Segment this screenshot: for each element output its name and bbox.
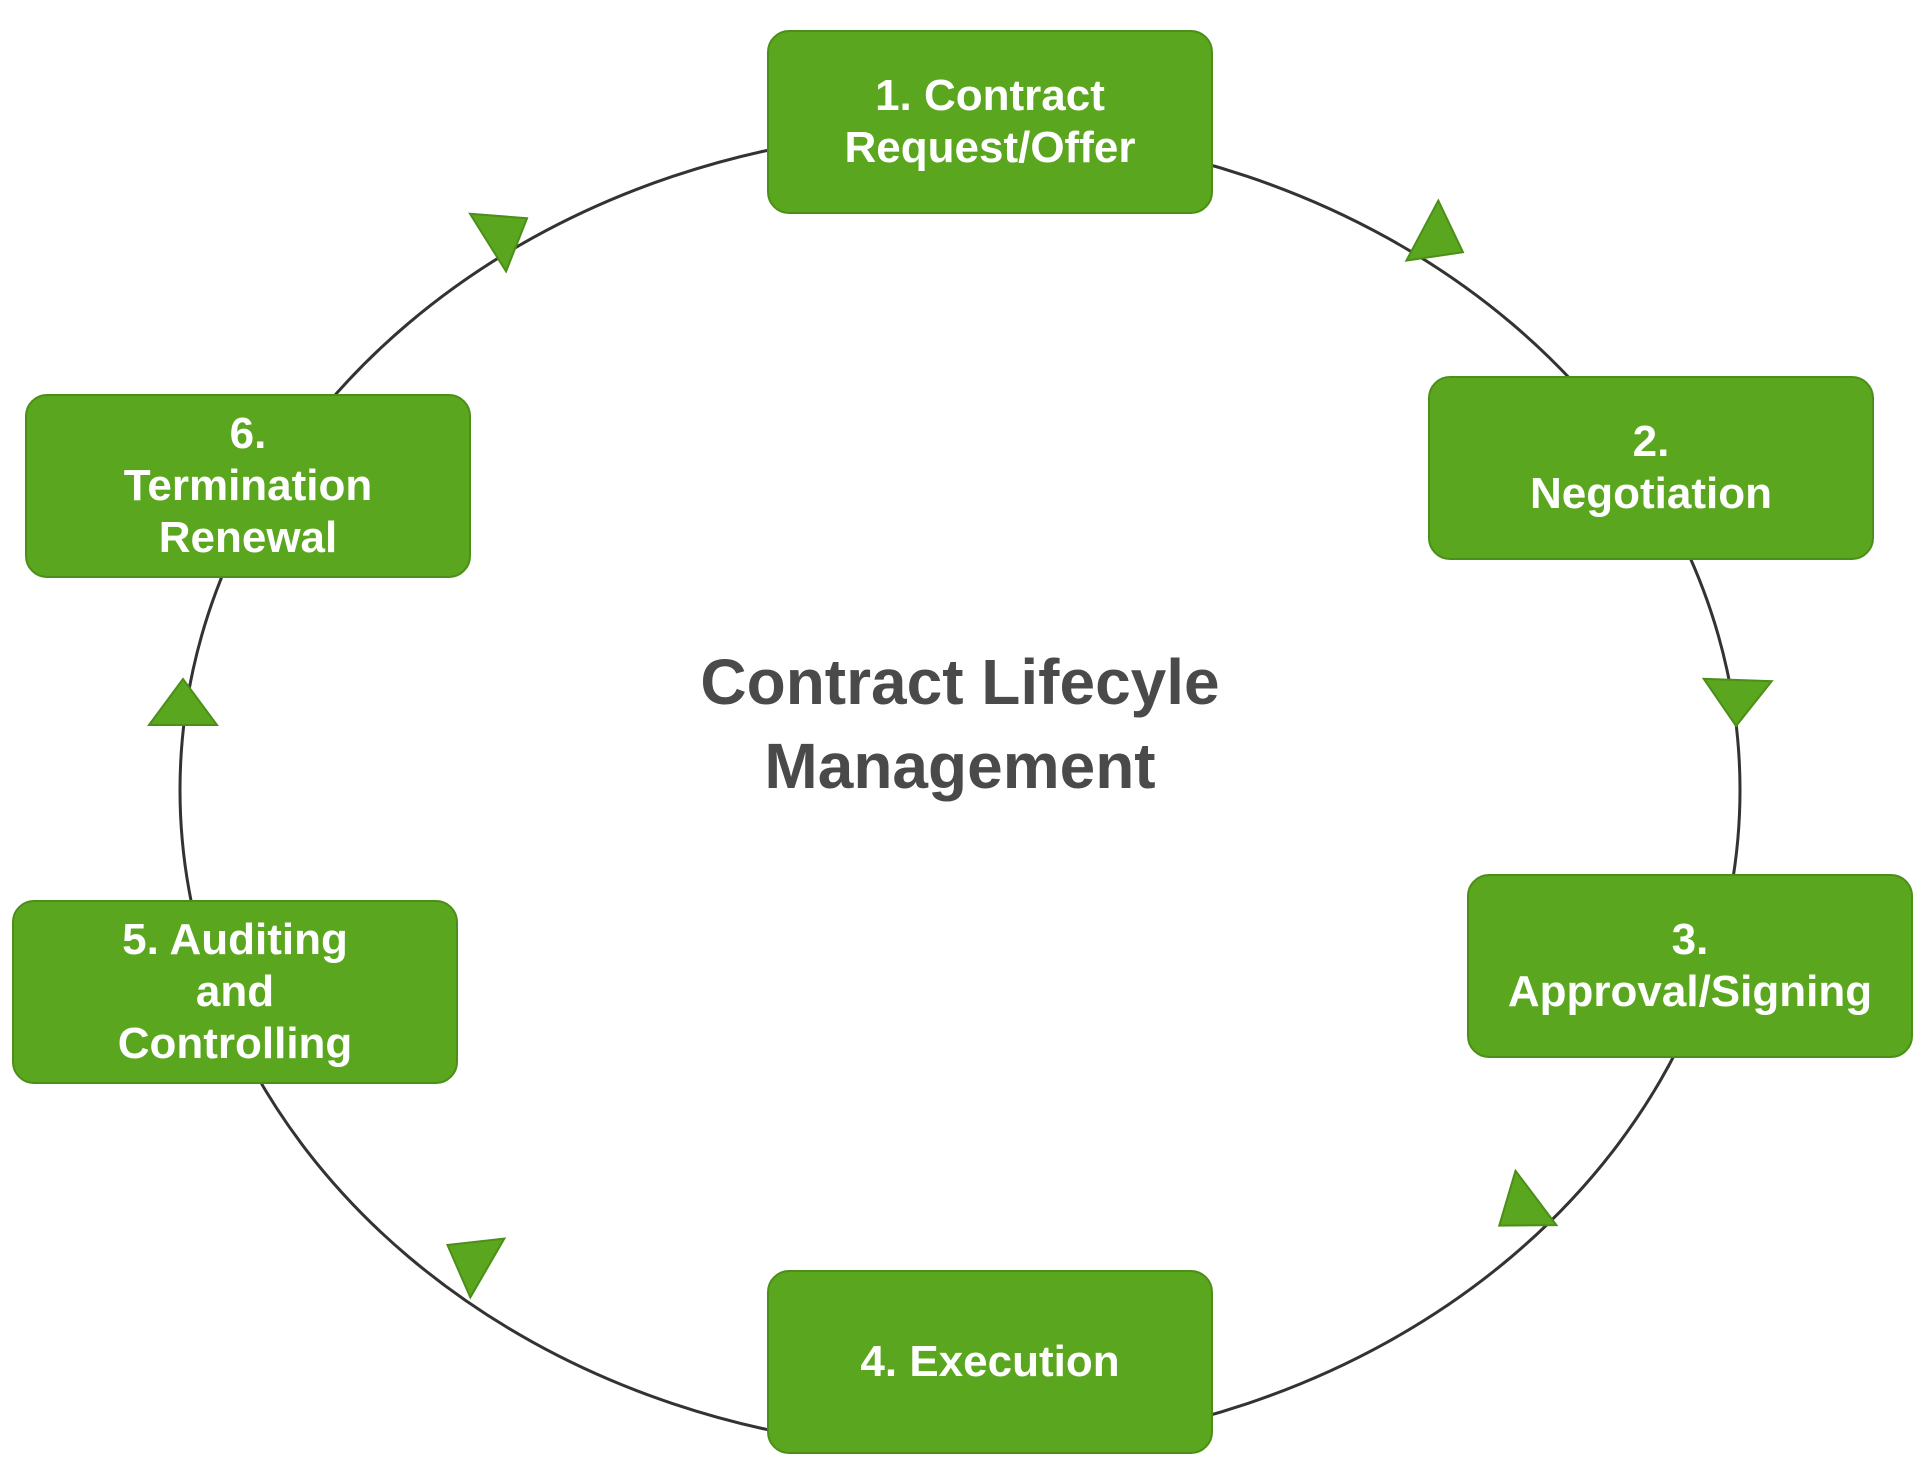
step-label: 3. Approval/Signing <box>1508 914 1872 1018</box>
step-label: 6. Termination Renewal <box>124 408 373 564</box>
step-label-line: Controlling <box>117 1019 353 1068</box>
step-label-line: 2. <box>1632 417 1670 466</box>
diagram-title-line: Management <box>764 730 1156 802</box>
arrow-icon <box>1497 1168 1559 1227</box>
step-label: 1. Contract Request/Offer <box>845 70 1136 174</box>
step-label-line: Request/Offer <box>844 123 1136 172</box>
arrow-icon <box>1404 198 1465 262</box>
arrow-icon <box>1701 677 1774 728</box>
step-approval-signing: 3. Approval/Signing <box>1467 874 1913 1058</box>
step-label: 2. Negotiation <box>1530 416 1772 520</box>
step-negotiation: 2. Negotiation <box>1428 376 1874 560</box>
arrow-icon <box>147 677 219 726</box>
step-label-line: Negotiation <box>1530 469 1772 518</box>
arrow-icon <box>446 1237 507 1300</box>
arrow-icon <box>468 212 529 274</box>
step-label: 4. Execution <box>860 1336 1119 1388</box>
diagram-title: Contract Lifecyle Management <box>560 640 1360 808</box>
step-label-line: 3. <box>1671 915 1709 964</box>
step-termination-renewal: 6. Termination Renewal <box>25 394 471 578</box>
step-contract-request-offer: 1. Contract Request/Offer <box>767 30 1213 214</box>
step-label-line: 6. <box>229 409 267 458</box>
step-label-line: 1. Contract <box>875 71 1105 120</box>
step-label-line: 5. Auditing <box>122 915 348 964</box>
step-label-line: Approval/Signing <box>1507 967 1873 1016</box>
step-auditing-controlling: 5. Auditing and Controlling <box>12 900 458 1084</box>
step-label-line: and <box>195 967 275 1016</box>
step-label-line: Renewal <box>158 513 338 562</box>
step-execution: 4. Execution <box>767 1270 1213 1454</box>
step-label-line: Termination <box>123 461 373 510</box>
step-label: 5. Auditing and Controlling <box>118 914 353 1070</box>
step-label-line: 4. Execution <box>860 1337 1120 1386</box>
diagram-title-line: Contract Lifecyle <box>700 646 1220 718</box>
